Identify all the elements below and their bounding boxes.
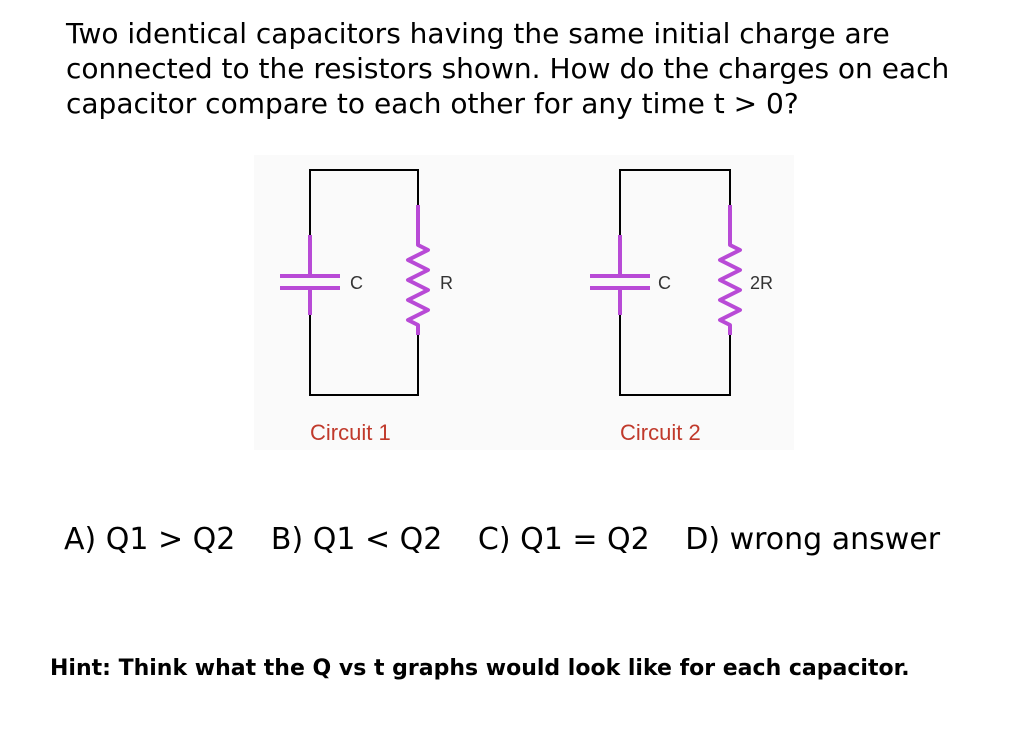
circuit-1-capacitor-label: C <box>350 273 363 293</box>
answer-option-a[interactable]: A) Q1 > Q2 <box>64 522 236 557</box>
circuit-1-caption: Circuit 1 <box>310 420 391 445</box>
circuit-2: C 2R Circuit 2 <box>590 169 773 445</box>
circuit-2-wire <box>619 169 731 396</box>
circuit-2-capacitor-label: C <box>658 273 671 293</box>
answer-options: A) Q1 > Q2 B) Q1 < Q2 C) Q1 = Q2 D) wron… <box>64 522 1004 557</box>
question-text: Two identical capacitors having the same… <box>66 16 966 121</box>
question-line: Two identical capacitors having the same… <box>66 17 890 50</box>
hint-text: Hint: Think what the Q vs t graphs would… <box>50 656 910 681</box>
circuit-1-wire <box>309 169 419 396</box>
answer-option-b[interactable]: B) Q1 < Q2 <box>270 522 443 557</box>
circuit-diagram-svg: C R Circuit 1 C 2R Circuit 2 <box>280 169 773 445</box>
question-line: connected to the resistors shown. How do… <box>66 52 950 85</box>
circuit-2-resistor-icon <box>718 205 742 335</box>
circuit-1-resistor-icon <box>406 205 430 335</box>
circuit-2-capacitor-icon <box>590 274 650 290</box>
question-line: capacitor compare to each other for any … <box>66 87 799 120</box>
circuit-2-resistor-label: 2R <box>750 273 773 293</box>
answer-option-d[interactable]: D) wrong answer <box>685 522 941 557</box>
circuit-1-resistor-label: R <box>440 273 453 293</box>
circuit-2-caption: Circuit 2 <box>620 420 701 445</box>
circuit-1: C R Circuit 1 <box>280 169 453 445</box>
answer-option-c[interactable]: C) Q1 = Q2 <box>477 522 650 557</box>
circuit-diagram: C R Circuit 1 C 2R Circuit 2 <box>254 155 794 450</box>
circuit-1-capacitor-icon <box>280 274 340 290</box>
